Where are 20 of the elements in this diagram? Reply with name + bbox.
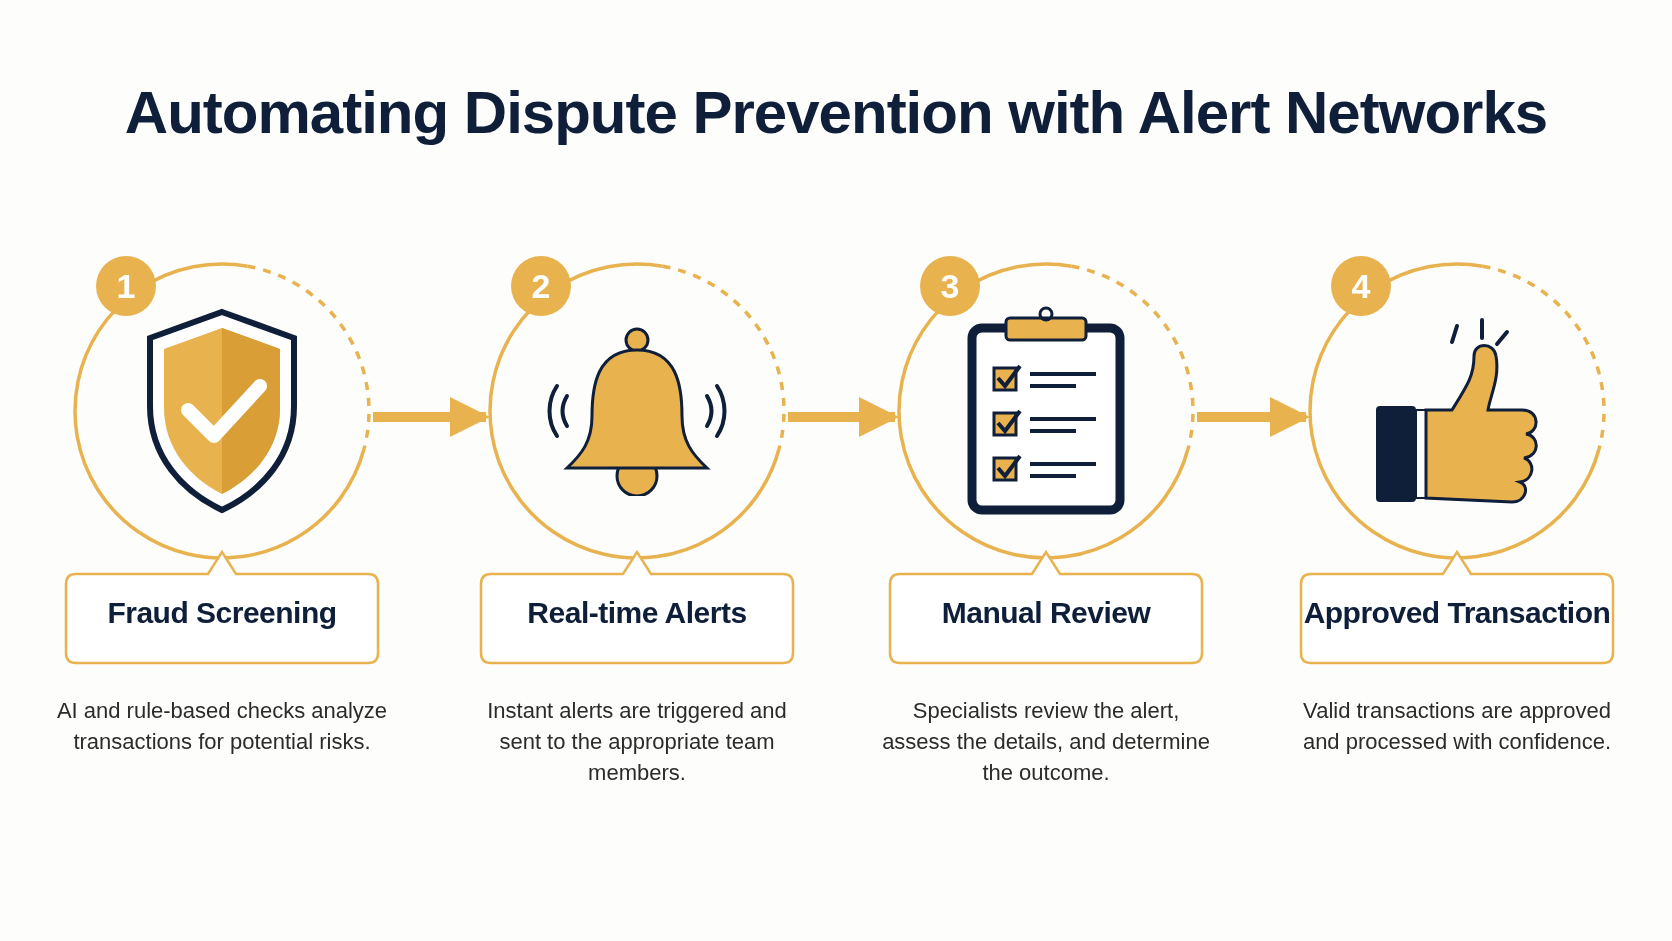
- step-description: AI and rule-based checks analyze transactions for potential risks.: [55, 697, 389, 756]
- title: Automating Dispute Prevention with Alert Networks: [123, 78, 1549, 147]
- step-title: Manual Review: [940, 596, 1152, 630]
- arrow: [373, 397, 490, 437]
- step-description: Valid transactions are approved and processed with confidence.: [1301, 697, 1613, 756]
- step-title: Approved Transaction: [1302, 596, 1612, 630]
- callout-box: [479, 548, 795, 665]
- arrow: [1197, 397, 1310, 437]
- number-badge: 4: [1331, 256, 1391, 316]
- callout-box: [1299, 548, 1615, 665]
- arrow: [788, 397, 899, 437]
- number-badge: 2: [511, 256, 571, 316]
- number-badge: 3: [920, 256, 980, 316]
- callout-box: [64, 548, 380, 665]
- step-title: Fraud Screening: [106, 596, 338, 630]
- step-description: Specialists review the alert, assess the details, and determine the outcome.: [881, 697, 1211, 787]
- callout-box: [888, 548, 1204, 665]
- step-title: Real-time Alerts: [526, 596, 748, 630]
- number-badge: 1: [96, 256, 156, 316]
- step-description: Instant alerts are triggered and sent to the appropriate team members.: [486, 697, 788, 787]
